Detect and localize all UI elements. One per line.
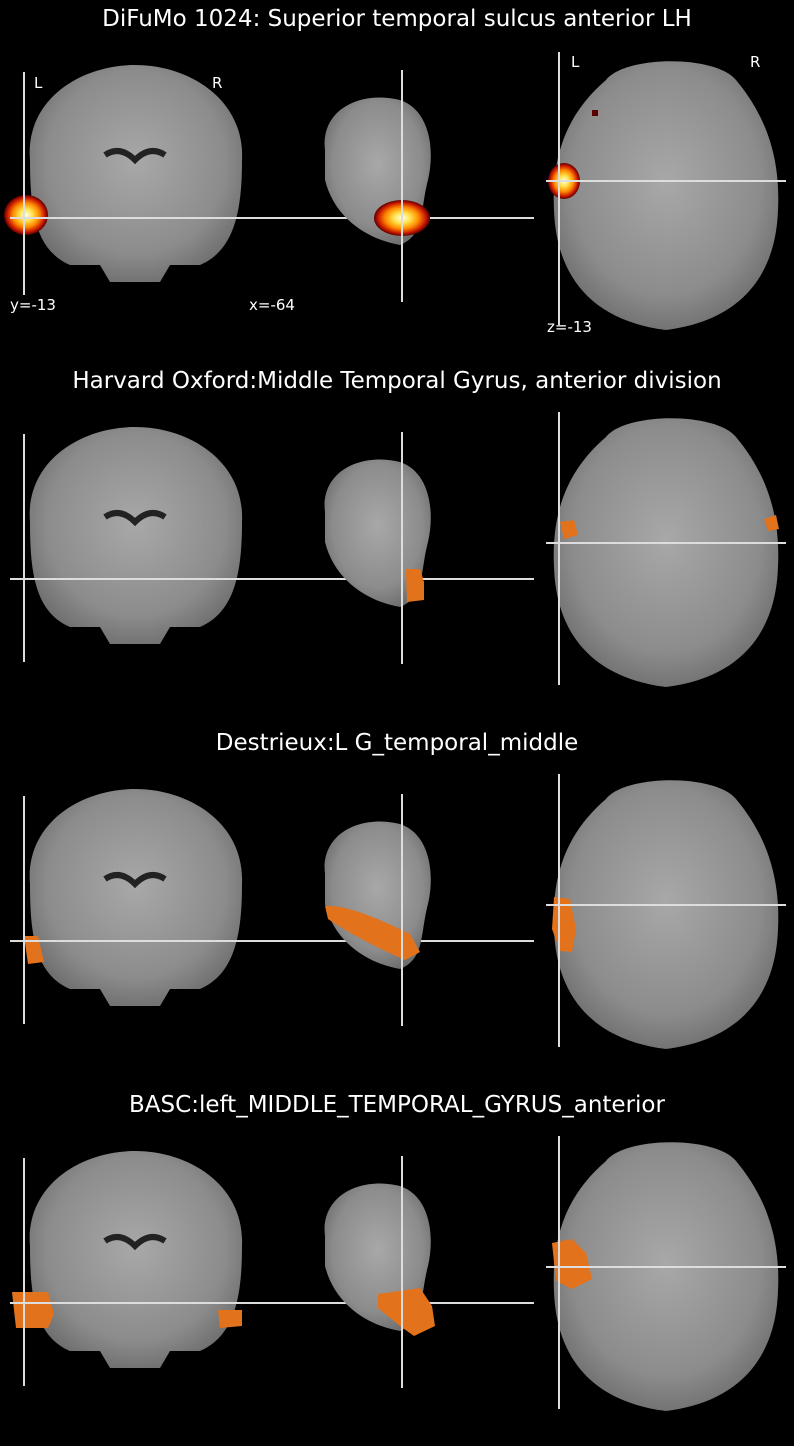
orientation-left-label: L	[34, 74, 43, 92]
orientation-right-label: R	[212, 74, 223, 92]
axial-view	[546, 1136, 786, 1411]
axial-view	[546, 412, 786, 687]
panel-title: DiFuMo 1024: Superior temporal sulcus an…	[102, 6, 692, 32]
coronal-view	[4, 65, 534, 295]
coronal-coordinate: y=-13	[10, 296, 56, 314]
panel-title: Destrieux:L G_temporal_middle	[215, 730, 579, 756]
axial-coordinate: z=-13	[547, 318, 592, 336]
panel-title: BASC:left_MIDDLE_TEMPORAL_GYRUS_anterior	[129, 1092, 665, 1118]
sagittal-view	[324, 1156, 435, 1388]
axial-view	[546, 52, 786, 330]
panel-basc: BASC:left_MIDDLE_TEMPORAL_GYRUS_anterior	[0, 1086, 794, 1446]
panel-title: Harvard Oxford:Middle Temporal Gyrus, an…	[72, 368, 722, 394]
sagittal-view	[324, 70, 431, 302]
sagittal-view	[324, 432, 431, 664]
coronal-view	[10, 427, 534, 662]
panel-difumo: DiFuMo 1024: Superior temporal sulcus an…	[0, 0, 794, 360]
axial-right-label: R	[750, 53, 761, 71]
axial-view	[546, 774, 786, 1049]
axial-left-label: L	[571, 53, 580, 71]
coronal-view	[10, 789, 534, 1024]
activation-blob	[4, 195, 48, 235]
panel-destrieux: Destrieux:L G_temporal_middle	[0, 724, 794, 1084]
sagittal-view	[324, 794, 431, 1026]
sagittal-coordinate: x=-64	[249, 296, 295, 314]
panel-harvard-oxford: Harvard Oxford:Middle Temporal Gyrus, an…	[0, 362, 794, 722]
coronal-view	[10, 1151, 534, 1386]
